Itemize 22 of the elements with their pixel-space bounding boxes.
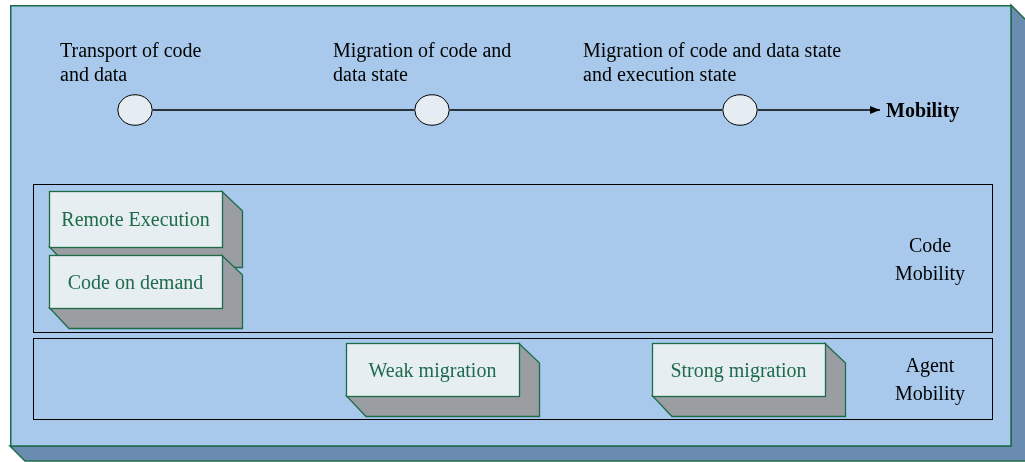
layer-label: Agent Mobility bbox=[894, 353, 966, 407]
connector-line bbox=[152, 109, 415, 111]
circle-marker bbox=[117, 94, 153, 126]
node-caption: Migration of code and data state and execution state bbox=[583, 38, 843, 86]
box-label: Remote Execution bbox=[60, 207, 211, 232]
axis-label: Mobility bbox=[886, 97, 986, 123]
process-box bbox=[652, 343, 846, 417]
node-caption: Transport of code and data bbox=[60, 38, 203, 86]
connector-line bbox=[449, 109, 723, 111]
process-box bbox=[49, 255, 243, 329]
node-caption: Migration of code and data state bbox=[333, 38, 513, 86]
circle-marker bbox=[722, 94, 758, 126]
box-label: Strong migration bbox=[669, 357, 808, 384]
panel-background bbox=[10, 5, 1025, 461]
layer-label: Code Mobility bbox=[894, 232, 966, 287]
circle-marker bbox=[414, 94, 450, 126]
box-label: Weak migration bbox=[367, 357, 498, 384]
layer-band bbox=[33, 338, 993, 420]
box-label: Code on demand bbox=[66, 269, 205, 295]
layer-band bbox=[33, 184, 993, 333]
arrow bbox=[757, 106, 881, 114]
process-box bbox=[346, 343, 540, 417]
